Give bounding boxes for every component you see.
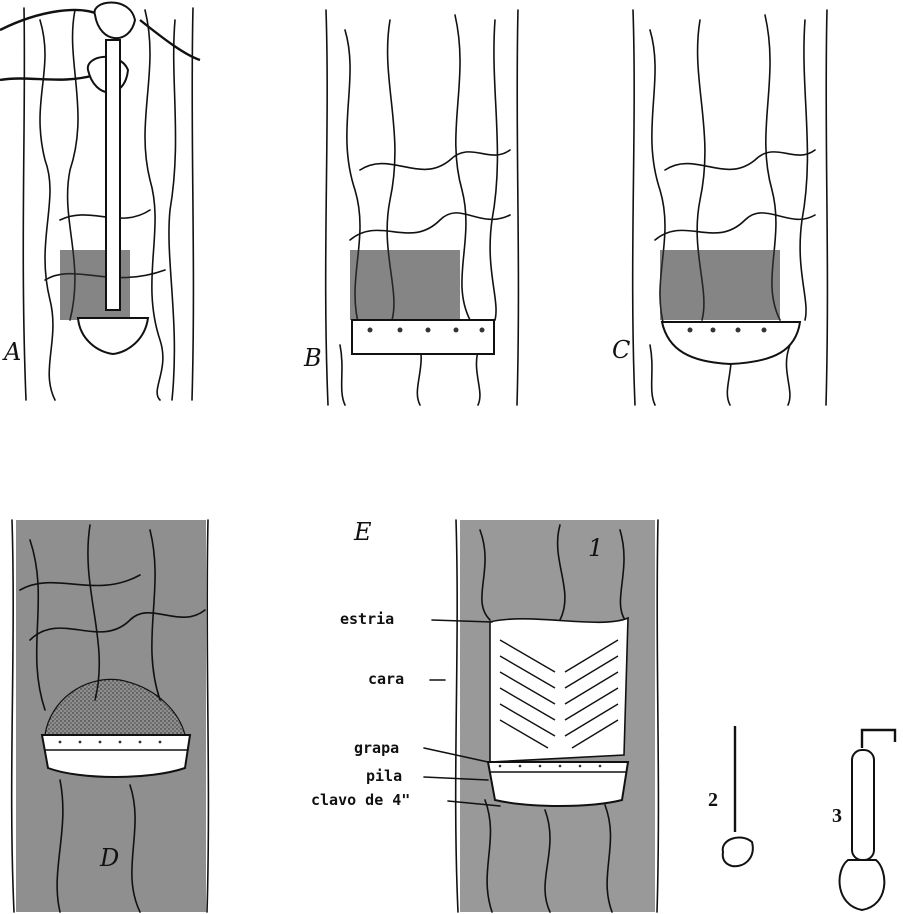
cut-groove [662,322,800,364]
callout-pila: pila [366,767,402,785]
panel-letter-b: B [303,344,322,372]
tapping-cup [42,735,190,777]
panel-corner-mark: 1 [588,534,603,562]
bulb-base-icon [840,860,885,910]
panel-c: C [612,10,827,405]
tool-3-group: 3 [832,730,895,910]
panel-d: D [12,520,209,912]
tool-number-2: 2 [708,789,718,811]
tapping-face [490,618,628,762]
tapping-board [352,320,494,354]
spout-icon [723,837,753,866]
panel-letter-d: D [99,844,119,872]
tool-2-group: 2 [708,726,753,866]
panel-a: A [0,3,200,401]
tool-number-3: 3 [832,805,842,827]
callout-grapa: grapa [354,739,399,757]
panel-b: B [303,10,518,405]
latex-bulb-icon [852,750,874,860]
panel-letter-e: E [353,518,372,546]
callout-estria: estria [340,610,394,628]
callout-clavo: clavo de 4" [311,791,410,809]
panel-letter-a: A [2,338,21,366]
callout-cara: cara [368,670,404,688]
collection-cup [488,762,628,806]
panel-letter-c: C [612,336,630,364]
panel-e: E 1 estria cara grapa pila [311,518,658,912]
